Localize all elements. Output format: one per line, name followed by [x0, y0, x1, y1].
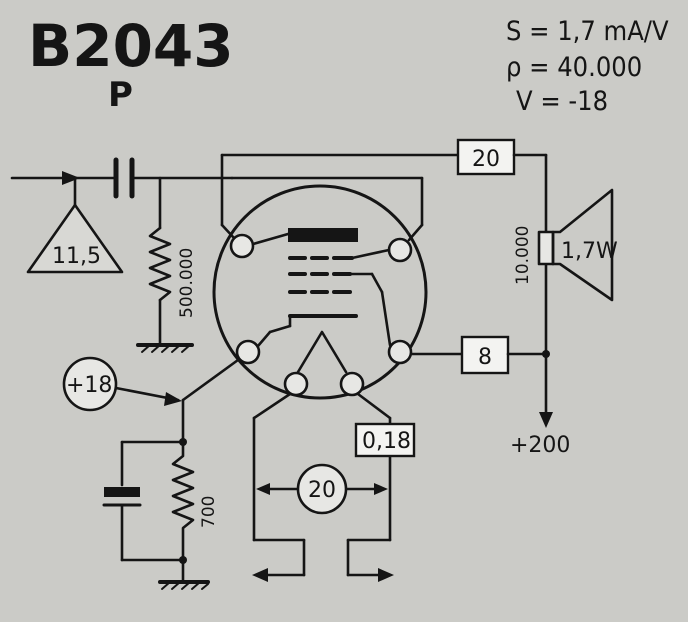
cathode-resistor-label: 700 [199, 496, 219, 528]
filament-wiring: 20 0,18 [252, 392, 416, 582]
speaker: 1,7W 10.000 [513, 188, 618, 302]
supply-line: +200 [510, 153, 570, 458]
filament-current-label: 0,18 [362, 429, 411, 454]
bias-label: +18 [66, 373, 112, 398]
speaker-power-label: 1,7W [561, 239, 618, 264]
tube-subtype-label: P [108, 75, 133, 115]
screen-resistor-label: 20 [472, 147, 500, 172]
screen-resistor: 20 [456, 138, 548, 176]
grid-resistor: 500.000 [136, 176, 197, 353]
tube-type-label: B2043 [28, 12, 234, 80]
wiring-top [220, 153, 460, 242]
spec-slope: S = 1,7 mA/V [506, 16, 669, 47]
tube-envelope [212, 184, 428, 400]
input-level-label: 11,5 [52, 244, 101, 269]
anode-resistor: 8 [409, 335, 548, 375]
filament-voltage-label: 20 [308, 478, 336, 503]
spec-rho: ρ = 40.000 [506, 52, 642, 83]
input-signal [10, 157, 234, 214]
grid-resistor-label: 500.000 [177, 248, 197, 318]
supply-label: +200 [510, 433, 570, 458]
input-level-triangle: 11,5 [26, 203, 124, 274]
anode-resistor-label: 8 [478, 345, 492, 370]
speaker-impedance-label: 10.000 [513, 226, 533, 285]
cathode-bias: +18 700 [62, 356, 240, 590]
spec-voltage: V = -18 [516, 86, 608, 117]
